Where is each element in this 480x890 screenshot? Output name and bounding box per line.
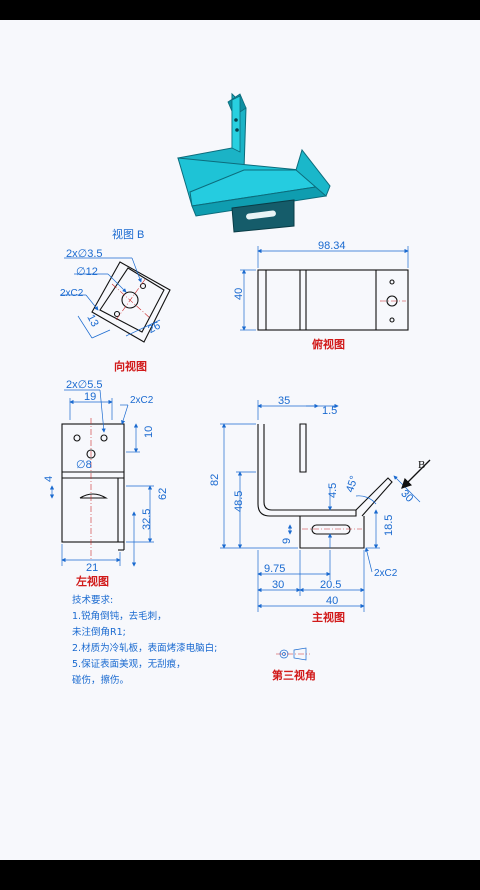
dim-4: 4 [43, 476, 55, 482]
notes-line-1: 1.锐角倒钝，去毛刺， [72, 610, 167, 622]
dim-40-top: 40 [233, 288, 245, 300]
main-view-caption: 主视图 [312, 610, 345, 624]
direction-view [60, 257, 171, 343]
notes-line-2: 未注倒角R1; [72, 626, 126, 638]
dim-chamfer-direction: 2xC2 [60, 288, 84, 299]
dim-21: 21 [86, 562, 98, 574]
dim-45-degree: 45° [344, 474, 361, 494]
third-angle-symbol-icon [276, 647, 310, 661]
dim-9: 9 [281, 538, 293, 544]
left-view-caption: 左视图 [75, 574, 109, 588]
isometric-part [177, 92, 331, 233]
dim-10: 10 [143, 426, 155, 438]
dim-holes-3-5: 2x∅3.5 [66, 248, 103, 260]
drawing-sheet: 视图 B 2x∅3.5 ∅12 2xC2 13 26 向视图 [0, 20, 480, 860]
dim-62: 62 [157, 488, 169, 500]
notes-line-5: 碰伤，擦伤。 [72, 674, 129, 686]
main-view [220, 400, 431, 612]
dim-26: 26 [146, 320, 162, 336]
dim-82: 82 [209, 474, 221, 486]
dim-holes-5-5: 2x∅5.5 [66, 379, 103, 391]
dim-1-5: 1.5 [322, 405, 337, 417]
dim-40-main: 40 [326, 595, 338, 607]
dim-hole-8: ∅8 [76, 459, 92, 471]
dim-48-5: 48.5 [233, 491, 245, 512]
dim-chamfer-main: 2xC2 [374, 568, 398, 579]
top-view [240, 246, 409, 331]
technical-drawing: 视图 B 2x∅3.5 ∅12 2xC2 13 26 向视图 [43, 92, 431, 686]
dim-20-5: 20.5 [320, 579, 341, 591]
dim-18-5: 18.5 [383, 515, 395, 536]
notes-heading: 技术要求: [72, 594, 113, 606]
left-view [49, 389, 154, 567]
dim-30: 30 [272, 579, 284, 591]
dim-35: 35 [278, 395, 290, 407]
view-b-label: 视图 B [112, 227, 144, 241]
dim-4-5: 4.5 [327, 483, 339, 498]
dim-9-75: 9.75 [264, 563, 285, 575]
direction-letter-b: B [418, 459, 425, 471]
dim-19: 19 [84, 391, 96, 403]
dim-30-angled: 30 [398, 488, 415, 505]
dim-13: 13 [84, 313, 100, 329]
notes-line-4: 5.保证表面美观，无刮痕， [72, 658, 186, 670]
top-view-caption: 俯视图 [312, 337, 345, 351]
notes-line-3: 2.材质为冷轧板，表面烤漆电脑白; [72, 642, 217, 654]
direction-view-caption: 向视图 [114, 359, 147, 373]
dim-chamfer-left: 2xC2 [130, 395, 154, 406]
dim-98-34: 98.34 [318, 240, 346, 252]
third-angle-caption: 第三视角 [272, 668, 316, 682]
dim-32-5: 32.5 [141, 509, 153, 530]
dim-hole-12: ∅12 [76, 266, 98, 278]
